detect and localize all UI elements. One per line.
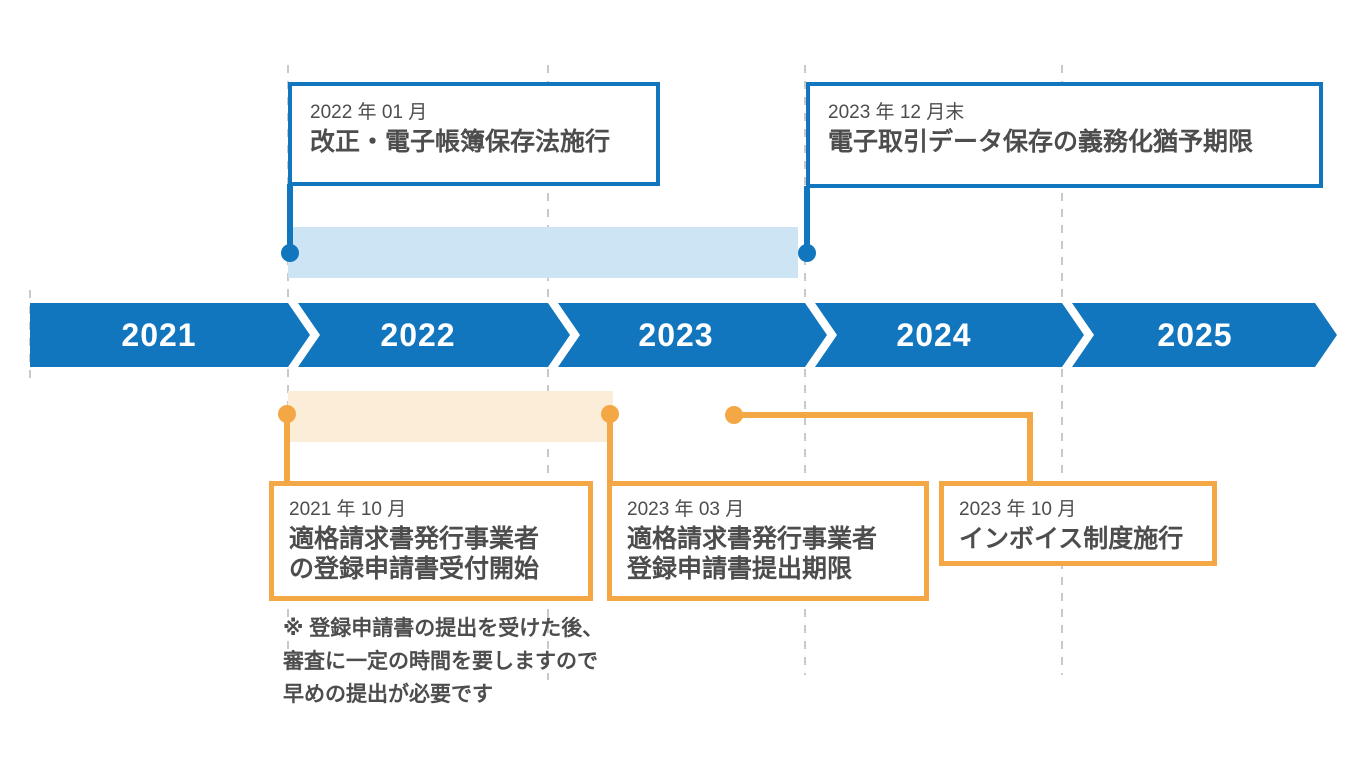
year-label-2024: 2024 — [896, 317, 972, 353]
year-label-2022: 2022 — [380, 317, 456, 353]
event-title: 適格請求書発行事業者 登録申請書提出期限 — [627, 524, 912, 584]
event-title-line1: 適格請求書発行事業者 — [289, 525, 540, 553]
event-date: 2021 年 10 月 — [289, 499, 407, 520]
callout-denshi-torihiki-deadline: 2023 年 12 月末 電子取引データ保存の義務化猶予期限 — [806, 82, 1323, 188]
event-title-line1: 適格請求書発行事業者 — [627, 525, 878, 553]
footnote-line3: 早めの提出が必要です — [283, 683, 493, 706]
year-label-2025: 2025 — [1157, 317, 1233, 353]
gridline-2023 — [547, 65, 549, 680]
year-segment-2025 — [1072, 303, 1337, 367]
callout-invoice-system-start: 2023 年 10 月 インボイス制度施行 — [939, 481, 1217, 566]
callout-denshi-chobo-law: 2022 年 01 月 改正・電子帳簿保存法施行 — [288, 82, 660, 186]
connector-lower-right-vertical — [1027, 412, 1033, 484]
marker-dot-2021-10 — [278, 405, 296, 423]
connector-lower-left — [284, 414, 290, 484]
year-segment-2024 — [815, 303, 1084, 367]
footnote: ※ 登録申請書の提出を受けた後、 審査に一定の時間を要しますので 早めの提出が必… — [283, 612, 623, 711]
year-label-2023: 2023 — [638, 317, 714, 353]
event-title: 適格請求書発行事業者 の登録申請書受付開始 — [289, 524, 576, 584]
event-title: 改正・電子帳簿保存法施行 — [310, 128, 611, 156]
event-title-line2: 登録申請書提出期限 — [627, 555, 853, 583]
gridline-2025 — [1061, 65, 1063, 675]
marker-dot-2023-10 — [725, 406, 743, 424]
gridline-2024 — [804, 65, 806, 675]
event-title-line2: の登録申請書受付開始 — [289, 555, 540, 583]
year-segment-2023 — [558, 303, 827, 367]
footnote-line2: 審査に一定の時間を要しますので — [283, 650, 598, 673]
callout-registration-deadline: 2023 年 03 月 適格請求書発行事業者 登録申請書提出期限 — [607, 481, 929, 601]
lower-period-bar — [288, 391, 613, 442]
event-date: 2023 年 03 月 — [627, 499, 745, 520]
event-date: 2023 年 12 月末 — [828, 102, 965, 123]
event-date: 2022 年 01 月 — [310, 102, 428, 123]
callout-registration-start: 2021 年 10 月 適格請求書発行事業者 の登録申請書受付開始 — [269, 481, 593, 601]
connector-upper-right — [804, 186, 810, 254]
event-title: インボイス制度施行 — [959, 525, 1184, 553]
marker-dot-2022-01 — [281, 244, 299, 262]
year-segment-2021 — [30, 303, 310, 367]
event-date: 2023 年 10 月 — [959, 499, 1077, 520]
year-label-2021: 2021 — [121, 317, 197, 353]
connector-upper-left — [287, 184, 293, 254]
connector-lower-middle — [607, 414, 613, 484]
marker-dot-2023-03 — [601, 405, 619, 423]
footnote-line1: ※ 登録申請書の提出を受けた後、 — [283, 617, 604, 640]
connector-lower-right-horizontal — [734, 412, 1033, 418]
upper-period-bar — [288, 227, 798, 278]
event-title: 電子取引データ保存の義務化猶予期限 — [828, 128, 1254, 156]
marker-dot-2023-12 — [798, 244, 816, 262]
year-segment-2022 — [298, 303, 570, 367]
